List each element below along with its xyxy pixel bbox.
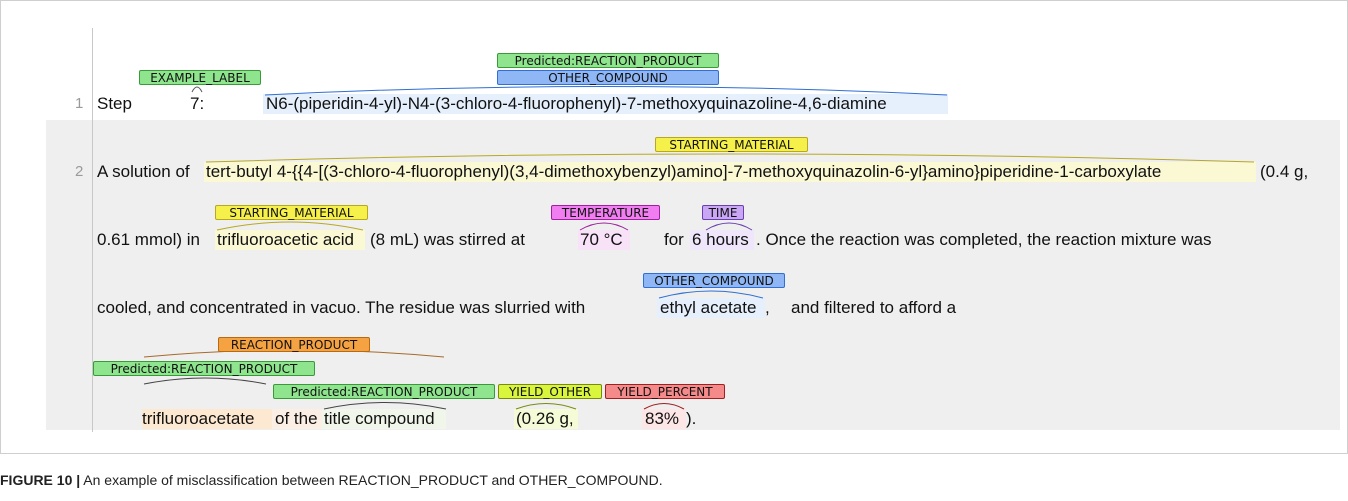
tag-yield-percent: YIELD_PERCENT [605,384,725,399]
hl-temperature [578,230,630,250]
product-trifluoroacetate: trifluoroacetate [142,409,255,428]
tag-yield-other: YIELD_OTHER [498,384,602,399]
figure-caption: FIGURE 10 | An example of misclassificat… [0,472,663,488]
tag-pred-product-low: Predicted:REACTION_PRODUCT [273,384,495,399]
caption-text: An example of misclassification between … [83,472,663,488]
hl-ethyl-acetate [657,298,765,318]
tag-starting-material-1: STARTING_MATERIAL [655,137,808,152]
text-once-completed: . Once the reaction was completed, the r… [756,230,1212,249]
line-number-2: 2 [75,163,84,180]
ethyl-acetate: ethyl acetate [660,298,757,317]
yield-percent-value: 83% [645,409,680,428]
tag-time: TIME [702,205,744,220]
text-of-the: of the [275,409,318,428]
text-mmol: 0.61 mmol) in [97,230,200,249]
tag-starting-material-2: STARTING_MATERIAL [215,205,368,220]
step-number: 7: [190,94,205,113]
time-value: 6 hours [692,230,749,249]
text-filtered: and filtered to afford a [791,298,957,317]
tag-other-compound-top: OTHER_COMPOUND [497,70,719,85]
hl-starting-material-2 [215,230,365,250]
line-number-1: 1 [75,95,84,112]
step-word: Step [97,94,132,113]
hl-yield-other [514,409,578,429]
starting-material-tfa: trifluoroacetic acid [217,230,355,249]
hl-time [690,230,754,250]
tag-example-label: EXAMPLE_LABEL [139,70,261,85]
caption-label: FIGURE 10 | [0,472,81,488]
temperature-value: 70 °C [580,230,623,249]
hl-starting-material-1 [204,162,1256,182]
text-amount-1: (0.4 g, [1260,162,1309,181]
text-close-paren: ). [686,409,697,428]
text-a-solution-of: A solution of [97,162,190,181]
yield-other-value: (0.26 g, [516,409,574,428]
tag-pred-product-mid: Predicted:REACTION_PRODUCT [93,361,315,376]
compound-name-line1: N6-(piperidin-4-yl)-N4-(3-chloro-4-fluor… [266,94,887,113]
hl-of-the [272,409,322,429]
hl-trifluoroacetate [142,409,272,429]
hl-yield-percent [642,409,686,429]
text-cooled: cooled, and concentrated in vacuo. The r… [97,298,586,317]
starting-material-compound: tert-butyl 4-{{4-[(3-chloro-4-fluorophen… [206,162,1162,181]
tag-reaction-product: REACTION_PRODUCT [218,337,370,352]
text-comma: , [765,298,770,317]
text-stirred: (8 mL) was stirred at [370,230,525,249]
tag-temperature: TEMPERATURE [551,205,660,220]
tag-other-compound-2: OTHER_COMPOUND [643,273,785,288]
gutter-divider [92,28,93,432]
text-for: for [664,230,684,249]
product-title-compound: title compound [324,409,435,428]
hl-title-compound [322,409,446,429]
tag-pred-product-top: Predicted:REACTION_PRODUCT [497,53,719,68]
hl-compound-1 [263,94,948,114]
